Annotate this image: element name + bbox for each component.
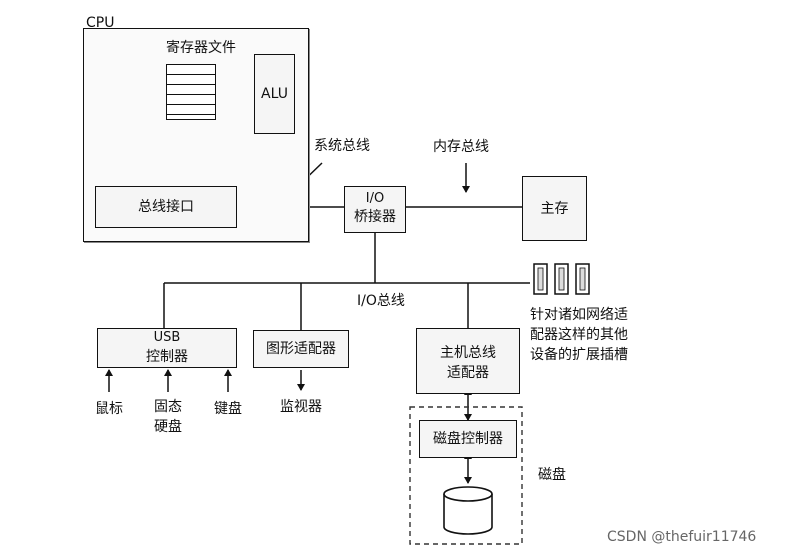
expansion-note-line1: 针对诸如网络适 bbox=[530, 307, 628, 323]
graphics-adapter-box bbox=[253, 330, 349, 368]
usb-controller-box bbox=[97, 328, 237, 368]
main-memory-box bbox=[522, 176, 587, 241]
register-file-label: 寄存器文件 bbox=[166, 40, 236, 56]
register-file bbox=[166, 64, 216, 120]
bus-interface-label: 总线接口 bbox=[138, 199, 194, 215]
disk-label: 磁盘 bbox=[538, 467, 566, 483]
ssd-label-line2: 硬盘 bbox=[154, 419, 182, 435]
graphics-adapter-label: 图形适配器 bbox=[266, 341, 336, 357]
alu-box bbox=[254, 54, 295, 134]
io-bridge-label-line1: I/O bbox=[365, 191, 385, 206]
io-bridge-label-line2: 桥接器 bbox=[354, 209, 396, 225]
host-bus-adapter-line1: 主机总线 bbox=[440, 345, 496, 361]
system-bus-label: 系统总线 bbox=[314, 138, 370, 154]
disk-enclosure bbox=[409, 406, 523, 545]
io-bus-label: I/O总线 bbox=[357, 293, 405, 309]
main-memory-label: 主存 bbox=[540, 201, 569, 217]
io-bridge-box bbox=[344, 186, 406, 233]
ssd-label-line1: 固态 bbox=[154, 399, 182, 415]
cpu-label: CPU bbox=[86, 15, 115, 31]
disk-controller-box bbox=[419, 420, 517, 458]
monitor-label: 监视器 bbox=[280, 399, 322, 415]
mouse-label: 鼠标 bbox=[95, 401, 123, 417]
watermark-text: CSDN @thefuir11746 bbox=[607, 529, 757, 545]
disk-controller-label: 磁盘控制器 bbox=[433, 431, 503, 447]
expansion-note-line2: 配器这样的其他 bbox=[530, 327, 628, 343]
disk-cylinder-icon bbox=[443, 486, 493, 535]
bus-interface-box bbox=[95, 186, 237, 228]
usb-label-line1: USB bbox=[153, 330, 181, 345]
usb-label-line2: 控制器 bbox=[146, 349, 188, 365]
keyboard-label: 键盘 bbox=[214, 401, 242, 417]
memory-bus-label: 内存总线 bbox=[433, 139, 489, 155]
expansion-slots-icon bbox=[533, 263, 590, 295]
expansion-note-line3: 设备的扩展插槽 bbox=[530, 347, 628, 363]
host-bus-adapter-box bbox=[416, 328, 520, 394]
alu-label: ALU bbox=[261, 86, 288, 102]
host-bus-adapter-line2: 适配器 bbox=[447, 365, 489, 381]
